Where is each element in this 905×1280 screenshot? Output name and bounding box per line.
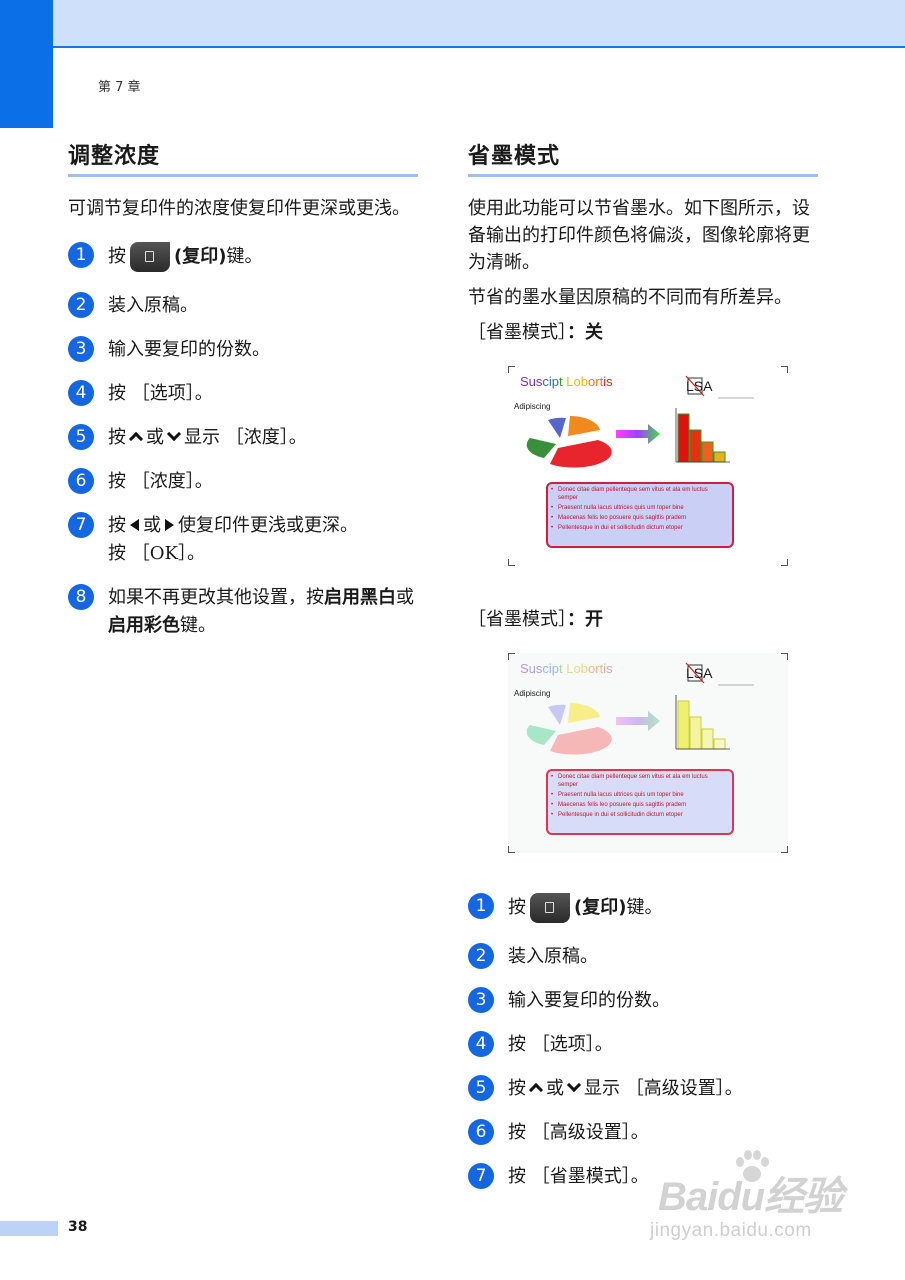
ink-save-intro: 使用此功能可以节省墨水。如下图所示，设备输出的打印件颜色将偏淡，图像轮廓将更为清… — [468, 198, 810, 273]
sample-pie-label: Adipiscing — [514, 402, 551, 411]
watermark-logo: Baidu经验 — [658, 1175, 843, 1219]
copy-key-icon — [130, 242, 170, 272]
section-title-density: 调整浓度 — [68, 138, 418, 177]
sample-graphics — [526, 662, 754, 755]
sample-image-normal: Suscipt Lobortis LSA Adipiscing Donec ci… — [508, 366, 788, 566]
sample-image-ink-save: Suscipt Lobortis LSA Adipiscing Donec ci… — [508, 653, 788, 853]
paw-icon — [736, 1150, 769, 1182]
density-steps: 1 按(复印)键。 2 装入原稿。 3 输入要复印的份数。 4 按 ［选项］。 … — [68, 242, 418, 640]
watermark-url: jingyan.baidu.com — [650, 1220, 812, 1241]
left-arrow-icon — [130, 519, 139, 531]
step-1: 1 按(复印)键。 — [468, 893, 818, 923]
step-6: 6 按 ［高级设置］。 — [468, 1119, 818, 1147]
ink-save-steps: 1 按(复印)键。 2 装入原稿。 3 输入要复印的份数。 4 按 ［选项］。 … — [468, 893, 818, 1191]
step-5: 5 按或显示 ［高级设置］。 — [468, 1075, 818, 1103]
step-3: 3 输入要复印的份数。 — [68, 336, 418, 364]
ink-save-on-label: ［省墨模式］：开 — [468, 609, 603, 630]
sample-graphics — [526, 375, 754, 468]
density-intro: 可调节复印件的浓度使复印件更深或更浅。 — [68, 198, 410, 219]
sample-title: Suscipt Lobortis — [520, 661, 613, 676]
step-6: 6 按 ［浓度］。 — [68, 468, 418, 496]
ink-save-note: 节省的墨水量因原稿的不同而有所差异。 — [468, 287, 792, 308]
sample-textbox: Donec citae diam pellenteque sem vitus e… — [546, 769, 734, 835]
page-number: 38 — [68, 1219, 88, 1235]
section-title-ink-save: 省墨模式 — [468, 138, 818, 177]
header-band — [0, 0, 905, 48]
step-8: 8 如果不再更改其他设置，按启用黑白或启用彩色键。 — [68, 584, 418, 640]
footer-band — [0, 1221, 58, 1236]
sample-logo: LSA — [686, 378, 713, 394]
step-2: 2 装入原稿。 — [468, 943, 818, 971]
step-number: 1 — [68, 242, 94, 268]
chapter-tab — [0, 0, 53, 128]
sample-title: Suscipt Lobortis — [520, 374, 613, 389]
sample-textbox: Donec citae diam pellenteque sem vitus e… — [546, 482, 734, 548]
copy-key-icon — [530, 893, 570, 923]
right-column: 省墨模式 使用此功能可以节省墨水。如下图所示，设备输出的打印件颜色将偏淡，图像轮… — [468, 138, 818, 1207]
step-2: 2 装入原稿。 — [68, 292, 418, 320]
down-arrow-icon — [566, 1077, 582, 1093]
right-arrow-icon — [165, 519, 174, 531]
step-7: 7 按或使复印件更浅或更深。 按 ［OK］。 — [68, 512, 418, 568]
step-5: 5 按或显示 ［浓度］。 — [68, 424, 418, 452]
chapter-label: 第 7 章 — [98, 80, 141, 95]
sample-logo: LSA — [686, 665, 713, 681]
up-arrow-icon — [528, 1082, 544, 1098]
down-arrow-icon — [166, 426, 182, 442]
up-arrow-icon — [128, 431, 144, 447]
step-4: 4 按 ［选项］。 — [468, 1031, 818, 1059]
step-7: 7 按 ［省墨模式］。 — [468, 1163, 818, 1191]
step-3: 3 输入要复印的份数。 — [468, 987, 818, 1015]
ink-save-off-label: ［省墨模式］：关 — [468, 322, 603, 343]
left-column: 调整浓度 可调节复印件的浓度使复印件更深或更浅。 1 按(复印)键。 2 装入原… — [68, 138, 418, 656]
step-4: 4 按 ［选项］。 — [68, 380, 418, 408]
watermark: Baidu经验 jingyan.baidu.com — [640, 1150, 860, 1250]
sample-pie-label: Adipiscing — [514, 689, 551, 698]
step-1: 1 按(复印)键。 — [68, 242, 418, 272]
